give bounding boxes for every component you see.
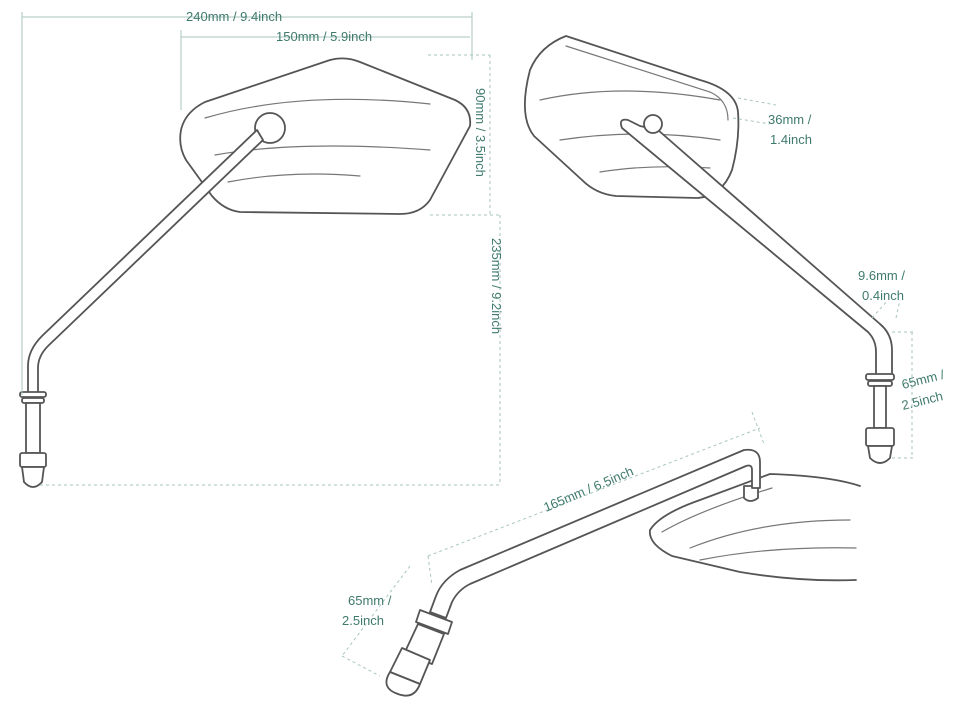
bottom-mirror-inner-2 (699, 547, 857, 561)
left-mirror-front-view (19, 57, 472, 488)
left-mirror-housing (179, 57, 472, 215)
left-mirror-highlight-top (204, 98, 431, 119)
left-mirror-pivot (254, 112, 286, 144)
bottom-dimensions (341, 411, 765, 677)
left-mirror-washer-1 (19, 391, 47, 398)
right-mirror-pivot (643, 114, 663, 134)
left-mirror-nut-cap (21, 466, 45, 488)
bottom-mirror-washer (415, 609, 453, 635)
label-height-glass: 90mm / 3.5inch (473, 88, 488, 177)
label-thread-bottom-line1: 65mm / (348, 593, 392, 608)
label-thread-right-line2: 2.5inch (900, 388, 944, 413)
label-width-total: 240mm / 9.4inch (186, 9, 282, 24)
left-dimensions (21, 12, 501, 486)
label-depth-line1: 36mm / (768, 112, 812, 127)
right-mirror-washer-1 (865, 373, 895, 381)
right-mirror-thread (873, 385, 887, 429)
right-mirror-back-view (523, 35, 895, 464)
label-depth-line2: 1.4inch (770, 132, 812, 147)
bottom-mirror-pivot (743, 485, 759, 502)
bottom-mirror-housing (649, 473, 861, 582)
label-bolt-dia-line2: 0.4inch (862, 288, 904, 303)
bottom-mirror-nut-cap (385, 671, 421, 697)
left-mirror-nut (19, 452, 47, 468)
right-mirror-nut (865, 427, 895, 447)
right-mirror-highlight-1 (539, 90, 721, 101)
bottom-mirror-arm (429, 448, 761, 619)
bottom-mirror-inner-1 (689, 519, 851, 549)
right-mirror-nut-cap (867, 445, 893, 464)
right-dimensions (732, 97, 916, 459)
label-height-total: 235mm / 9.2inch (489, 238, 504, 334)
label-width-glass: 150mm / 5.9inch (276, 29, 372, 44)
bottom-mirror-side-view (385, 448, 861, 697)
left-mirror-highlight-low (227, 173, 361, 183)
right-mirror-rim (565, 45, 729, 121)
label-thread-bottom-line2: 2.5inch (342, 613, 384, 628)
left-mirror-thread (25, 402, 41, 454)
left-mirror-arm (27, 129, 264, 395)
label-bolt-dia-line1: 9.6mm / (858, 268, 905, 283)
right-mirror-arm (619, 118, 893, 377)
